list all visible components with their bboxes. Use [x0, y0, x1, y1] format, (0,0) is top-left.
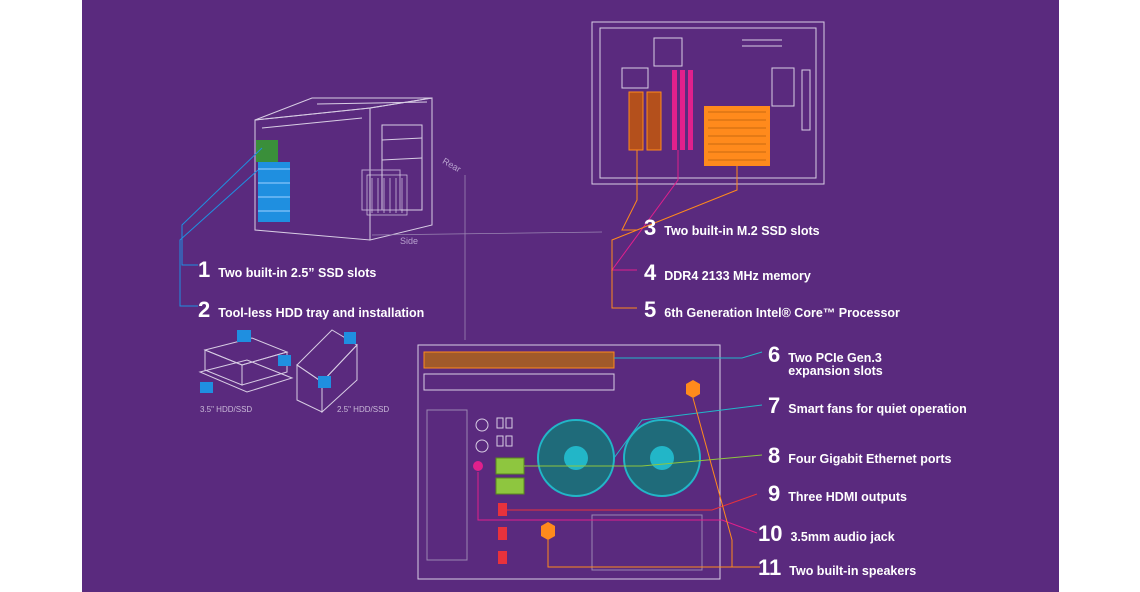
- psu-grille: [591, 514, 703, 571]
- feature-2-number: 2: [198, 297, 211, 322]
- leader-3: [621, 150, 638, 231]
- feature-8-text: Four Gigabit Ethernet ports: [788, 452, 952, 466]
- speaker-2: [541, 522, 555, 540]
- feature-7-text: Smart fans for quiet operation: [788, 402, 967, 416]
- leader-5: [611, 166, 738, 309]
- hdd-tray-arrows: [200, 330, 356, 393]
- feature-8-number: 8: [768, 443, 781, 468]
- speaker-1: [686, 380, 700, 398]
- feature-6-text: Two PCIe Gen.3 expansion slots: [788, 352, 882, 378]
- feature-5: 5 6th Generation Intel® Core™ Processor: [644, 297, 900, 323]
- hdd35-label: 3.5" HDD/SSD: [200, 405, 253, 414]
- feature-11: 11 Two built-in speakers: [758, 555, 916, 581]
- feature-1-number: 1: [198, 257, 211, 282]
- feature-9: 9 Three HDMI outputs: [768, 481, 907, 507]
- feature-5-text: 6th Generation Intel® Core™ Processor: [664, 306, 900, 320]
- leader-lines-1-2: [179, 147, 263, 307]
- feature-7: 7 Smart fans for quiet operation: [768, 393, 967, 419]
- hdd-tray-illustrations: [198, 329, 358, 414]
- feature-5-number: 5: [644, 297, 657, 322]
- feature-11-text: Two built-in speakers: [789, 564, 917, 578]
- memory-modules: [672, 70, 693, 150]
- feature-1-text: Two built-in 2.5” SSD slots: [218, 266, 377, 280]
- feature-10-number: 10: [758, 521, 783, 546]
- hdmi-ports: [498, 503, 507, 564]
- feature-2: 2 Tool-less HDD tray and installation: [198, 297, 424, 323]
- feature-3-text: Two built-in M.2 SSD slots: [664, 224, 820, 238]
- side-label: Side: [400, 236, 419, 246]
- feature-2-text: Tool-less HDD tray and installation: [218, 306, 425, 320]
- hdd25-label: 2.5" HDD/SSD: [337, 405, 390, 414]
- feature-4-text: DDR4 2133 MHz memory: [664, 269, 811, 283]
- motherboard-top-view: [591, 21, 825, 185]
- leader-9: [507, 493, 758, 511]
- feature-4: 4 DDR4 2133 MHz memory: [644, 260, 811, 286]
- leader-6: [614, 351, 763, 359]
- feature-6: 6 Two PCIe Gen.3 expansion slots: [768, 342, 883, 378]
- rear-fans: [537, 419, 701, 497]
- feature-1: 1 Two built-in 2.5” SSD slots: [198, 257, 376, 283]
- leader-4: [611, 150, 679, 271]
- feature-9-text: Three HDMI outputs: [788, 490, 907, 504]
- feature-10: 10 3.5mm audio jack: [758, 521, 895, 547]
- feature-6-text-line2: expansion slots: [788, 364, 883, 378]
- audio-jack: [473, 461, 483, 471]
- feature-3-number: 3: [644, 215, 657, 240]
- side-heatsink: [366, 174, 408, 216]
- feature-8: 8 Four Gigabit Ethernet ports: [768, 443, 951, 469]
- feature-10-text: 3.5mm audio jack: [790, 530, 895, 544]
- cpu-heatsink: [704, 106, 770, 166]
- feature-9-number: 9: [768, 481, 781, 506]
- rear-panel: [417, 344, 721, 580]
- feature-7-number: 7: [768, 393, 781, 418]
- rear-lan-ports: [495, 457, 525, 495]
- leader-11: [692, 397, 760, 568]
- rear-usb-ports: [475, 417, 513, 453]
- feature-11-number: 11: [758, 555, 782, 580]
- m2-slots: [628, 91, 662, 151]
- leader-10: [477, 472, 758, 534]
- feature-4-number: 4: [644, 260, 657, 285]
- leader-7: [613, 404, 763, 459]
- leader-11b: [547, 540, 732, 568]
- feature-6-text-line1: Two PCIe Gen.3: [788, 351, 882, 365]
- diagram-artwork: [179, 21, 825, 580]
- feature-6-number: 6: [768, 342, 781, 367]
- diagram-panel: Side Rear 3.5" HDD/SSD 2.5" HDD/SSD 1 Tw…: [82, 0, 1059, 592]
- leader-8: [524, 454, 763, 467]
- feature-3: 3 Two built-in M.2 SSD slots: [644, 215, 820, 241]
- nas-drive-bays: [256, 140, 290, 222]
